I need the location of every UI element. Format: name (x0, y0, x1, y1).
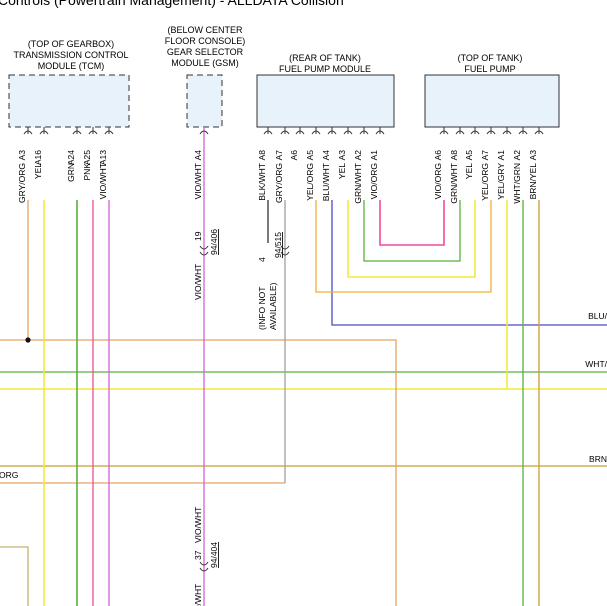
connector-ref[interactable]: 94/515 (273, 232, 283, 258)
wire-yel-loop (347, 200, 476, 278)
wire-label: YEL (464, 163, 474, 179)
wire-label: BRN/YEL (528, 163, 538, 200)
fpm-label-line: (REAR OF TANK) (289, 53, 361, 63)
wire-label: VIO/WHT (193, 163, 203, 199)
splice-4: 4 94/515 (257, 232, 290, 262)
tcm-pins: A3 A16 A24 A25 A13 (17, 150, 108, 165)
gsm-label-line: GEAR SELECTOR (167, 47, 244, 57)
wire-label: BLU/WHT (321, 163, 331, 201)
info-note: (INFO NOT AVAILABLE) (257, 282, 278, 330)
edge-label-wht: WHT/ (585, 359, 607, 369)
splice-19: 19 94/406 VIO/WHT (193, 229, 219, 300)
splice-number: 4 (257, 257, 267, 262)
pin-label: A1 (496, 150, 506, 161)
fpm-pins: A8 A7 A6 A5 A4 A3 A2 A1 (257, 150, 379, 161)
pin-label: A2 (353, 150, 363, 161)
pin-label: A8 (449, 150, 459, 161)
gsm-label-line: FLOOR CONSOLE) (165, 36, 246, 46)
wire-label: YEL/ORG (480, 163, 490, 201)
pin-label: A25 (82, 150, 92, 165)
connector-stubs (27, 127, 540, 134)
tcm-box (8, 74, 130, 128)
fp-label: (TOP OF TANK) FUEL PUMP (458, 53, 523, 74)
pin-label: A5 (464, 150, 474, 161)
wire-label: VIO/ORG (369, 163, 379, 199)
splice-number: 19 (193, 231, 203, 241)
pin-label: A5 (305, 150, 315, 161)
splice-number: 37 (193, 550, 203, 560)
wire-label: PNK (82, 163, 92, 181)
pin-label: A4 (193, 150, 203, 161)
edge-label-org: ORG (0, 470, 18, 480)
splice-37: VIO/WHT 37 94/404 O/WHT (193, 507, 219, 606)
wire-label: VIO/WHT (98, 163, 108, 199)
wire-vio-org-loop (379, 200, 445, 246)
pin-label: A13 (98, 150, 108, 165)
pin-label: A3 (528, 150, 538, 161)
wire-label: YEL/ORG (305, 163, 315, 201)
wire-label: VIO/WHT (193, 264, 203, 300)
pin-label: A8 (257, 150, 267, 161)
fpm-wire-labels: BLK/WHT GRY/ORG YEL/ORG BLU/WHT YEL GRN/… (257, 163, 379, 204)
connector-ref[interactable]: 94/404 (209, 542, 219, 568)
wire-label: O/WHT (193, 584, 203, 606)
fpm-label-line: FUEL PUMP MODULE (279, 64, 371, 74)
fp-wire-labels: VIO/ORG GRN/WHT YEL YEL/ORG YEL/GRY WHT/… (433, 163, 538, 204)
pin-label: A6 (289, 150, 299, 161)
gsm-label-line: (BELOW CENTER (167, 25, 243, 35)
connector-ref[interactable]: 94/406 (209, 229, 219, 255)
fp-box (424, 74, 560, 128)
wire-gry-org-loop (0, 339, 397, 606)
wire-label: YEL (33, 163, 43, 179)
gsm-label: (BELOW CENTER FLOOR CONSOLE) GEAR SELECT… (165, 25, 246, 68)
wire-grn-wht-loop (363, 200, 461, 262)
pin-label: A4 (321, 150, 331, 161)
fpm-label: (REAR OF TANK) FUEL PUMP MODULE (279, 53, 371, 74)
info-note-line: AVAILABLE) (268, 282, 278, 330)
pin-label: A6 (433, 150, 443, 161)
tcm-label: (TOP OF GEARBOX) TRANSMISSION CONTROL MO… (13, 39, 128, 71)
gsm-box (186, 74, 223, 128)
gsm-pins: A4 (193, 150, 203, 161)
info-note-line: (INFO NOT (257, 287, 267, 330)
wire-label: BLK/WHT (257, 163, 267, 201)
wire-label: GRN/WHT (449, 163, 459, 204)
wire-label: VIO/WHT (193, 507, 203, 543)
wire-lower-left (0, 546, 29, 606)
gsm-wire-labels: VIO/WHT (193, 163, 203, 199)
wire-blu-wht-horizontal (331, 200, 607, 326)
wire-label: VIO/ORG (433, 163, 443, 199)
pin-label: A7 (274, 150, 284, 161)
fp-pins: A6 A8 A5 A7 A1 A2 A3 (433, 150, 538, 161)
wire-label: GRY/ORG (17, 163, 27, 203)
pin-label: A7 (480, 150, 490, 161)
fp-label-line: (TOP OF TANK) (458, 53, 523, 63)
pin-label: A2 (512, 150, 522, 161)
pin-label: A1 (369, 150, 379, 161)
fpm-box (256, 74, 395, 128)
tcm-wire-labels: GRY/ORG YEL GRN PNK VIO/WHT (17, 163, 108, 203)
connector-arcs (23, 130, 544, 135)
wire-label: GRN (66, 163, 76, 182)
wire-label: YEL/GRY (496, 163, 506, 200)
edge-label-blu: BLU/ (588, 311, 607, 321)
wire-label: GRY/ORG (274, 163, 284, 203)
wire-yel-org-loop (315, 200, 492, 293)
pin-label: A24 (66, 150, 76, 165)
tcm-label-line: (TOP OF GEARBOX) (28, 39, 114, 49)
pin-label: A16 (33, 150, 43, 165)
wire-label: WHT/GRN (512, 163, 522, 204)
pin-label: A3 (337, 150, 347, 161)
gsm-label-line: MODULE (GSM) (171, 58, 239, 68)
fp-label-line: FUEL PUMP (464, 64, 515, 74)
page-title: Controls (Powertrain Management) - ALLDA… (0, 0, 344, 8)
edge-label-brn: BRN (589, 454, 607, 464)
tcm-label-line: TRANSMISSION CONTROL (13, 50, 128, 60)
wire-label: GRN/WHT (353, 163, 363, 204)
pin-label: A3 (17, 150, 27, 161)
tcm-label-line: MODULE (TCM) (38, 61, 105, 71)
splice-dot (25, 337, 31, 343)
wire-label: YEL (337, 163, 347, 179)
